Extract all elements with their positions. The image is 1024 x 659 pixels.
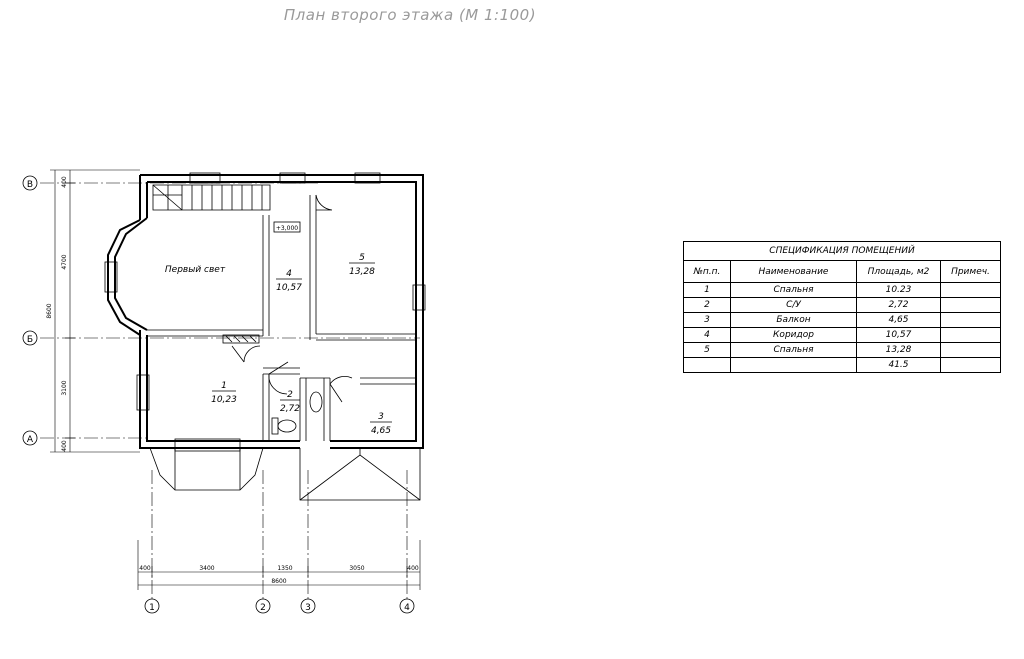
table-row: 3 Балкон 4,65 (683, 312, 1001, 328)
axis-marker-1: 1 (144, 598, 160, 614)
exterior-walls (107, 174, 424, 501)
doors (231, 194, 353, 403)
spec-cell-note (940, 282, 1001, 298)
spec-cell-area: 10.23 (856, 282, 941, 298)
spec-cell-name: Коридор (730, 327, 857, 343)
room-4-number: 4 (286, 269, 292, 279)
spec-caption: СПЕЦИФИКАЦИЯ ПОМЕЩЕНИЙ (683, 241, 1001, 261)
table-row: 2 С/У 2,72 (683, 297, 1001, 313)
axis-marker-В: В (22, 175, 38, 191)
drawing-title: План второго этажа (М 1:100) (283, 6, 537, 24)
spec-cell-num: 4 (683, 327, 731, 343)
spec-total-empty-1 (683, 357, 731, 373)
spec-cell-area: 4,65 (856, 312, 941, 328)
toilet-tank (271, 417, 279, 435)
interior-walls (147, 195, 416, 441)
spec-cell-num: 1 (683, 282, 731, 298)
first-light-label: Первый свет (165, 265, 226, 275)
spec-cell-area: 2,72 (856, 297, 941, 313)
spec-total-empty-3 (940, 357, 1001, 373)
level-mark: +3,000 (276, 225, 298, 232)
room-3-area: 4,65 (371, 426, 391, 436)
axis-marker-Б: Б (22, 330, 38, 346)
room-4-area: 10,57 (276, 283, 302, 293)
axis-marker-4: 4 (399, 598, 415, 614)
axis-label-2: 2 (260, 603, 266, 613)
sink (309, 391, 323, 413)
spec-total-row: 41.5 (683, 357, 1001, 373)
spec-header-num: №п.п. (683, 260, 731, 283)
vertical-dimensions: 400 4700 3100 400 8600 (46, 169, 140, 453)
room-5-area: 13,28 (349, 267, 375, 277)
axis-label-А: А (27, 435, 34, 445)
spec-cell-num: 3 (683, 312, 731, 328)
spec-total-area: 41.5 (856, 357, 941, 373)
grid-axes (40, 182, 420, 600)
spec-cell-name: Балкон (730, 312, 857, 328)
spec-cell-note (940, 342, 1001, 358)
stairs (152, 184, 271, 211)
table-row: 5 Спальня 13,28 (683, 342, 1001, 358)
spec-total-empty-2 (730, 357, 857, 373)
room-2-area: 2,72 (280, 404, 300, 414)
table-row: 4 Коридор 10,57 (683, 327, 1001, 343)
room-spec-table: СПЕЦИФИКАЦИЯ ПОМЕЩЕНИЙ №п.п. Наименовани… (683, 241, 1001, 373)
axis-label-1: 1 (149, 603, 155, 613)
dim-h-3: 1350 (277, 565, 292, 572)
fixtures (222, 334, 323, 435)
room-2-number: 2 (287, 390, 293, 400)
windows (104, 172, 426, 452)
room-1-number: 1 (221, 381, 227, 391)
dim-v-1: 400 (61, 176, 68, 188)
spec-cell-num: 5 (683, 342, 731, 358)
dim-v-3: 3100 (61, 380, 68, 395)
axis-label-Б: Б (27, 335, 33, 345)
dim-h-2: 3400 (199, 565, 214, 572)
dim-h-1: 400 (139, 565, 151, 572)
spec-cell-name: Спальня (730, 342, 857, 358)
spec-header-note: Примеч. (940, 260, 1001, 283)
spec-cell-note (940, 312, 1001, 328)
spec-cell-note (940, 297, 1001, 313)
dim-v-total: 8600 (46, 303, 53, 318)
dim-h-5: 400 (407, 565, 419, 572)
room-1-area: 10,23 (211, 395, 237, 405)
room-5-number: 5 (359, 253, 365, 263)
spec-cell-area: 13,28 (856, 342, 941, 358)
spec-header-area: Площадь, м2 (856, 260, 941, 283)
dim-v-4: 400 (61, 440, 68, 452)
axis-label-3: 3 (305, 603, 311, 613)
axis-label-В: В (27, 180, 33, 190)
room-3-number: 3 (378, 412, 384, 422)
dim-h-total: 8600 (271, 578, 286, 585)
axis-marker-3: 3 (300, 598, 316, 614)
axis-marker-2: 2 (255, 598, 271, 614)
axis-marker-А: А (22, 430, 38, 446)
dim-v-2: 4700 (61, 254, 68, 269)
dim-h-4: 3050 (349, 565, 364, 572)
toilet (277, 419, 297, 433)
spec-cell-num: 2 (683, 297, 731, 313)
horizontal-dimensions: 400 3400 1350 3050 400 8600 (137, 540, 421, 590)
table-row: 1 Спальня 10.23 (683, 282, 1001, 298)
spec-header-row: №п.п. Наименование Площадь, м2 Примеч. (683, 260, 1001, 283)
radiator-block (222, 334, 260, 344)
spec-cell-note (940, 327, 1001, 343)
axis-label-4: 4 (404, 603, 410, 613)
spec-header-name: Наименование (730, 260, 857, 283)
spec-cell-name: Спальня (730, 282, 857, 298)
spec-cell-area: 10,57 (856, 327, 941, 343)
spec-cell-name: С/У (730, 297, 857, 313)
